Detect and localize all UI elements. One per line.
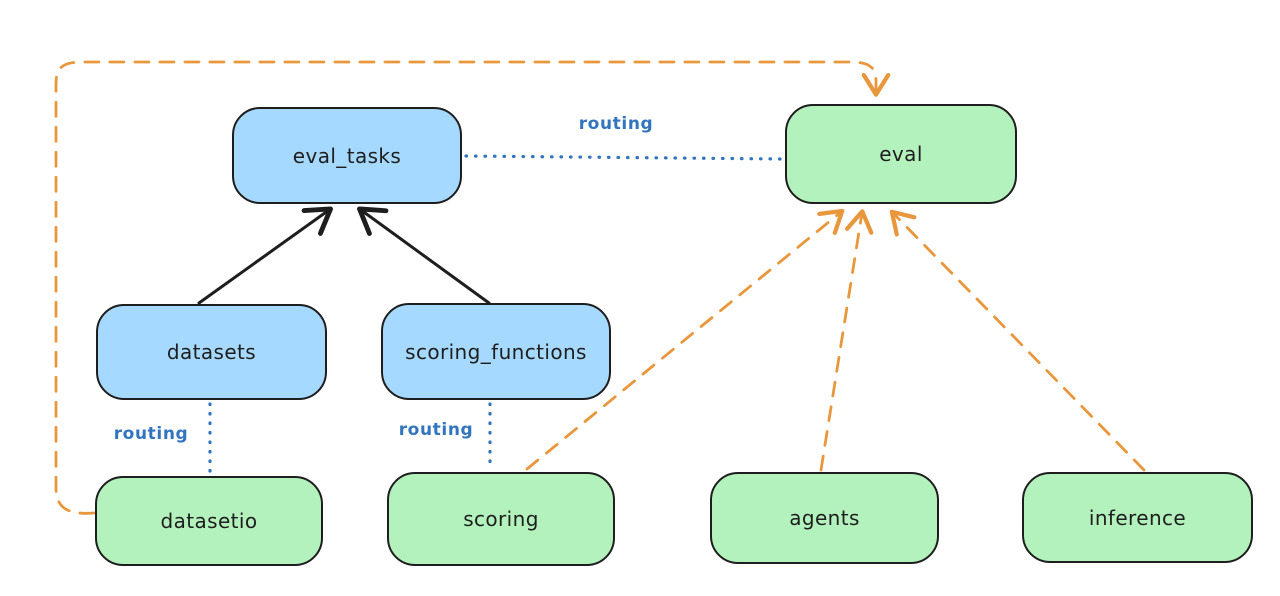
node-eval-tasks-label: eval_tasks [292, 143, 402, 168]
routing-label-eval-tasks-eval: routing [578, 114, 654, 134]
node-scoring-functions: scoring_functions [381, 303, 611, 400]
edge-agents-to-eval [819, 209, 874, 472]
node-datasetio: datasetio [95, 476, 323, 566]
edge-datasetio-to-eval [54, 60, 891, 515]
edge-inference-to-eval [889, 209, 1146, 472]
node-datasets: datasets [96, 304, 327, 400]
node-datasetio-label: datasetio [160, 509, 258, 533]
edge-eval_tasks-to-eval-routing [464, 154, 784, 161]
node-eval-tasks: eval_tasks [232, 107, 462, 204]
edge-scoring-to-eval [525, 208, 845, 471]
node-scoring-functions-label: scoring_functions [405, 339, 587, 364]
node-datasets-label: datasets [166, 340, 257, 364]
routing-label-scoring-functions-scoring: routing [398, 420, 474, 440]
node-eval-label: eval [879, 142, 923, 166]
edge-scoring_functions-to-eval_tasks [357, 206, 491, 305]
node-scoring: scoring [387, 472, 615, 566]
node-inference-label: inference [1088, 505, 1187, 530]
routing-label-datasets-datasetio: routing [113, 424, 189, 444]
node-eval: eval [785, 104, 1017, 204]
edge-datasets-to-eval_tasks [197, 206, 333, 305]
node-agents: agents [710, 472, 939, 564]
node-scoring-label: scoring [463, 507, 539, 531]
node-agents-label: agents [789, 506, 860, 530]
node-inference: inference [1022, 472, 1253, 563]
